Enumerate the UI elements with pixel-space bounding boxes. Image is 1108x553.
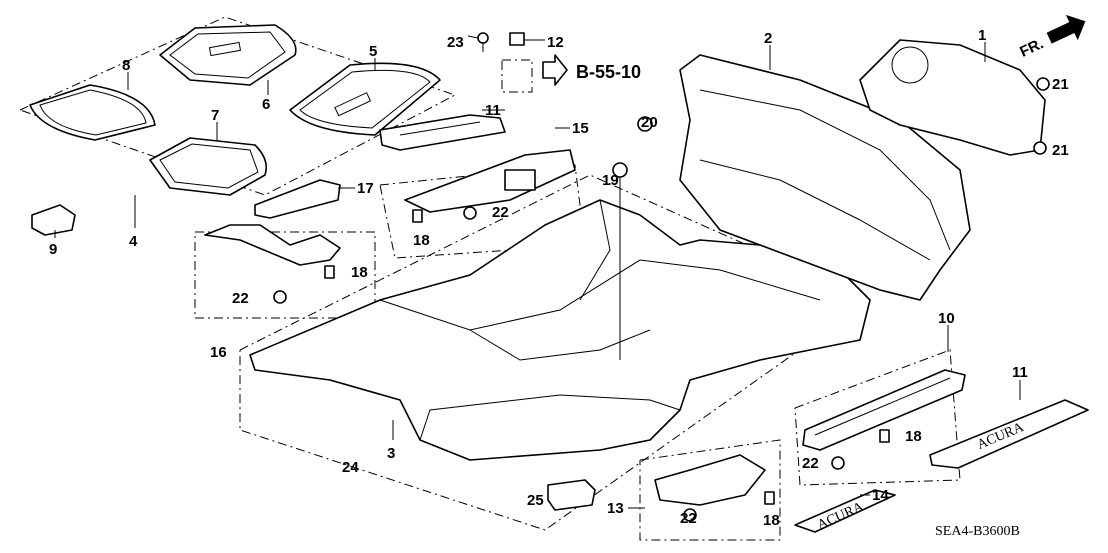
callout-6: 6 <box>262 96 270 113</box>
group-boundary-10 <box>794 349 961 486</box>
clip-19 <box>612 162 628 360</box>
bulkhead-insulator-2 <box>679 54 971 301</box>
clip-box <box>501 59 533 93</box>
callout-19: 19 <box>602 172 619 189</box>
floor-mat-7 <box>149 137 268 196</box>
callout-21-a: 21 <box>1052 76 1069 93</box>
callouts: 1 2 3 4 5 6 7 8 9 10 11 11 12 13 14 15 1… <box>49 27 1069 529</box>
direction-label: FR. <box>1017 35 1046 61</box>
callout-23: 23 <box>447 34 464 51</box>
group-boundary-13 <box>639 439 781 541</box>
clip-22-a <box>463 206 477 220</box>
callout-14: 14 <box>872 487 889 504</box>
callout-18-d: 18 <box>763 512 780 529</box>
leader-lines <box>54 35 1050 509</box>
sill-trim-10 <box>802 369 966 451</box>
callout-8: 8 <box>122 57 130 74</box>
block-25 <box>547 479 596 511</box>
callout-21-b: 21 <box>1052 142 1069 159</box>
clip-22-b <box>273 290 287 304</box>
kick-panel-13 <box>654 454 766 506</box>
group-boundary-floor <box>239 174 872 531</box>
callout-12: 12 <box>547 34 564 51</box>
clip-20 <box>637 116 653 132</box>
kick-panel-15 <box>404 149 576 213</box>
clip-18-c <box>879 429 890 443</box>
clip-18-b <box>324 265 335 279</box>
callout-18-c: 18 <box>905 428 922 445</box>
floor-mat-6 <box>159 24 297 86</box>
callout-16: 16 <box>210 344 227 361</box>
callout-22-a: 22 <box>492 204 509 221</box>
mat-hook-9 <box>31 204 76 236</box>
callout-13: 13 <box>607 500 624 517</box>
front-direction-arrow-icon: FR. <box>1017 14 1086 61</box>
floor-carpet-3 <box>249 199 871 461</box>
clip-22-d <box>683 508 697 522</box>
screw-23 <box>477 32 489 52</box>
callout-18-a: 18 <box>413 232 430 249</box>
callout-7: 7 <box>211 107 219 124</box>
reference-label: B-55-10 <box>576 62 641 82</box>
callout-20: 20 <box>641 114 658 131</box>
kick-panel-left <box>204 224 341 266</box>
callout-10: 10 <box>938 310 955 327</box>
callout-1: 1 <box>978 27 986 44</box>
clip-22-c <box>831 456 845 470</box>
floor-mat-8 <box>29 84 156 141</box>
callout-17: 17 <box>357 180 374 197</box>
clip-21-a <box>1036 77 1050 91</box>
callout-3: 3 <box>387 445 395 462</box>
callout-22-b: 22 <box>232 290 249 307</box>
callout-2: 2 <box>764 30 772 47</box>
callout-4: 4 <box>129 233 138 250</box>
callout-18-b: 18 <box>351 264 368 281</box>
callout-24: 24 <box>342 459 359 476</box>
callout-11-top: 11 <box>485 102 501 119</box>
clip-18-a <box>412 209 423 223</box>
trim-17 <box>254 179 341 219</box>
callout-11-right: 11 <box>1012 364 1028 381</box>
clip-18-d <box>764 491 775 505</box>
callout-25: 25 <box>527 492 544 509</box>
callout-15: 15 <box>572 120 589 137</box>
clip-21-b <box>1033 141 1047 155</box>
callout-22-d: 22 <box>680 510 697 527</box>
sill-garnish-11-top <box>379 114 506 151</box>
callout-22-c: 22 <box>802 455 819 472</box>
drawing-code: SEA4-B3600B <box>935 524 1020 539</box>
reference-arrow-icon <box>542 54 568 86</box>
callout-9: 9 <box>49 241 57 258</box>
floor-mat-5 <box>289 62 441 136</box>
sill-garnish-11-right: ACURA <box>929 399 1089 469</box>
clip-12 <box>509 32 525 46</box>
callout-5: 5 <box>369 43 377 60</box>
